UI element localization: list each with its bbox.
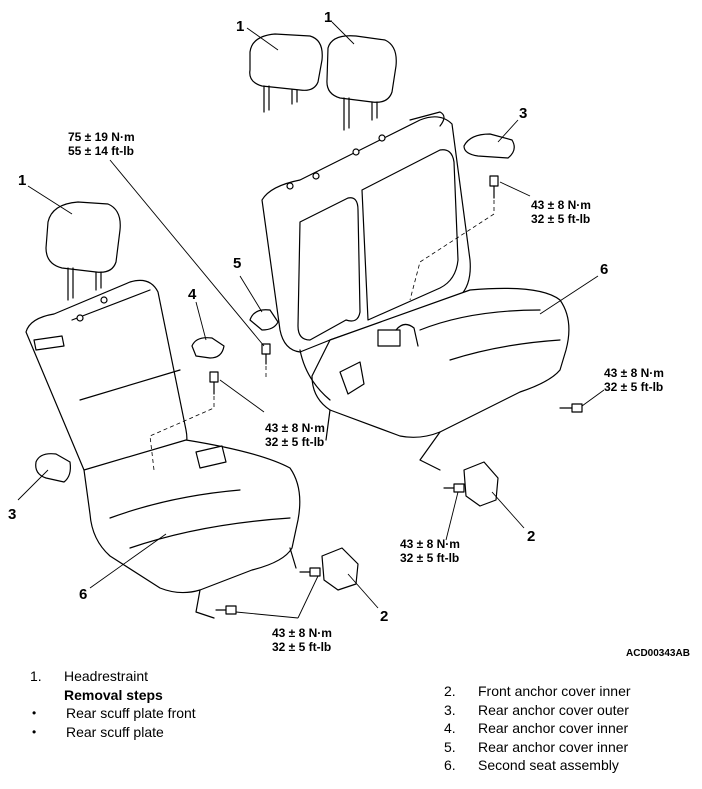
seat-assembly-left xyxy=(25,279,301,619)
legend-text: Rear scuff plate front xyxy=(66,705,196,721)
bolt-bottom-left xyxy=(215,605,237,615)
callout-5: 5 xyxy=(233,255,241,272)
torque-right-lower-ftlb: 32 ± 5 ft-lb xyxy=(604,380,663,394)
headrest-left xyxy=(45,201,121,301)
legend-item-headrestraint: 1. Headrestraint xyxy=(30,667,196,686)
callout-4: 4 xyxy=(188,286,197,303)
torque-top-nm: 75 ± 19 N·m xyxy=(68,130,135,144)
bolt-top xyxy=(261,343,271,365)
torque-top-ftlb: 55 ± 14 ft-lb xyxy=(68,144,134,158)
seat-assembly-right xyxy=(261,111,570,471)
callout-1-top-right: 1 xyxy=(324,9,332,26)
legend-item: 2. Front anchor cover inner xyxy=(444,682,631,701)
legend-left: 1. Headrestraint Removal steps • Rear sc… xyxy=(30,667,196,741)
torque-center-mid-ftlb: 32 ± 5 ft-lb xyxy=(400,551,459,565)
front-anchor-cover-2-bottom xyxy=(321,547,359,591)
legend-number: 2. xyxy=(444,683,456,699)
anchor-cover-3-left xyxy=(35,453,71,483)
anchor-cover-5 xyxy=(249,309,279,331)
legend-number: 6. xyxy=(444,757,456,773)
figure-code: ACD00343AB xyxy=(626,648,690,659)
bolt-bottom xyxy=(299,567,321,577)
legend-text: Headrestraint xyxy=(64,668,149,684)
bullet-icon: • xyxy=(32,724,37,739)
callout-1-left: 1 xyxy=(18,172,26,189)
legend-right: 2. Front anchor cover inner 3. Rear anch… xyxy=(444,682,631,775)
callout-6-right: 6 xyxy=(600,261,608,278)
headrest-top-right xyxy=(326,35,397,131)
legend-text: Rear anchor cover inner xyxy=(478,720,629,736)
legend-item: 6. Second seat assembly xyxy=(444,756,631,775)
torque-left-mid-ftlb: 32 ± 5 ft-lb xyxy=(265,435,324,449)
legend-text: Rear scuff plate xyxy=(66,723,164,740)
legend-item-scuff-plate: • Rear scuff plate xyxy=(30,723,196,742)
torque-bottom-nm: 43 ± 8 N·m xyxy=(272,626,332,640)
legend-text: Front anchor cover inner xyxy=(478,683,631,699)
legend-text: Rear anchor cover inner xyxy=(478,738,629,755)
legend-number: 5. xyxy=(444,738,456,755)
anchor-cover-4 xyxy=(191,337,225,359)
legend-text: Rear anchor cover outer xyxy=(478,701,629,718)
front-anchor-cover-2-mid xyxy=(463,461,499,507)
callout-6-left: 6 xyxy=(79,586,87,603)
torque-center-mid-nm: 43 ± 8 N·m xyxy=(400,537,460,551)
callout-2-bottom: 2 xyxy=(380,608,388,625)
callout-1-top-left: 1 xyxy=(236,18,244,35)
torque-right-lower-nm: 43 ± 8 N·m xyxy=(604,366,664,380)
torque-bottom-ftlb: 32 ± 5 ft-lb xyxy=(272,640,331,654)
bolt-center-mid xyxy=(443,483,465,493)
torque-right-upper-nm: 43 ± 8 N·m xyxy=(531,198,591,212)
legend-number: 4. xyxy=(444,720,456,736)
legend-item: 4. Rear anchor cover inner xyxy=(444,719,631,738)
legend-text: Removal steps xyxy=(64,686,163,703)
bolt-left-mid xyxy=(209,371,219,395)
bolt-right-lower xyxy=(559,403,583,413)
callout-3-left: 3 xyxy=(8,506,16,523)
legend-item: 5. Rear anchor cover inner xyxy=(444,738,631,757)
legend-text: Second seat assembly xyxy=(478,757,619,773)
legend-item-scuff-plate-front: • Rear scuff plate front xyxy=(30,704,196,723)
legend-number: 1. xyxy=(30,668,42,684)
callout-3-top: 3 xyxy=(519,105,527,122)
legend-item: 3. Rear anchor cover outer xyxy=(444,701,631,720)
torque-right-upper-ftlb: 32 ± 5 ft-lb xyxy=(531,212,590,226)
legend-number: 3. xyxy=(444,701,456,718)
seat-exploded-diagram: 1 1 1 3 3 4 5 6 6 2 2 75 ± 19 N·m 55 ± 1… xyxy=(8,9,690,659)
legend-removal-steps-heading: Removal steps xyxy=(30,686,196,705)
headrest-top-left xyxy=(249,33,323,113)
bolt-right-upper xyxy=(489,175,499,199)
anchor-cover-3-top xyxy=(463,133,515,159)
torque-left-mid-nm: 43 ± 8 N·m xyxy=(265,421,325,435)
legend-number xyxy=(30,686,64,705)
bullet-icon: • xyxy=(32,706,37,720)
callout-2-mid: 2 xyxy=(527,528,535,545)
